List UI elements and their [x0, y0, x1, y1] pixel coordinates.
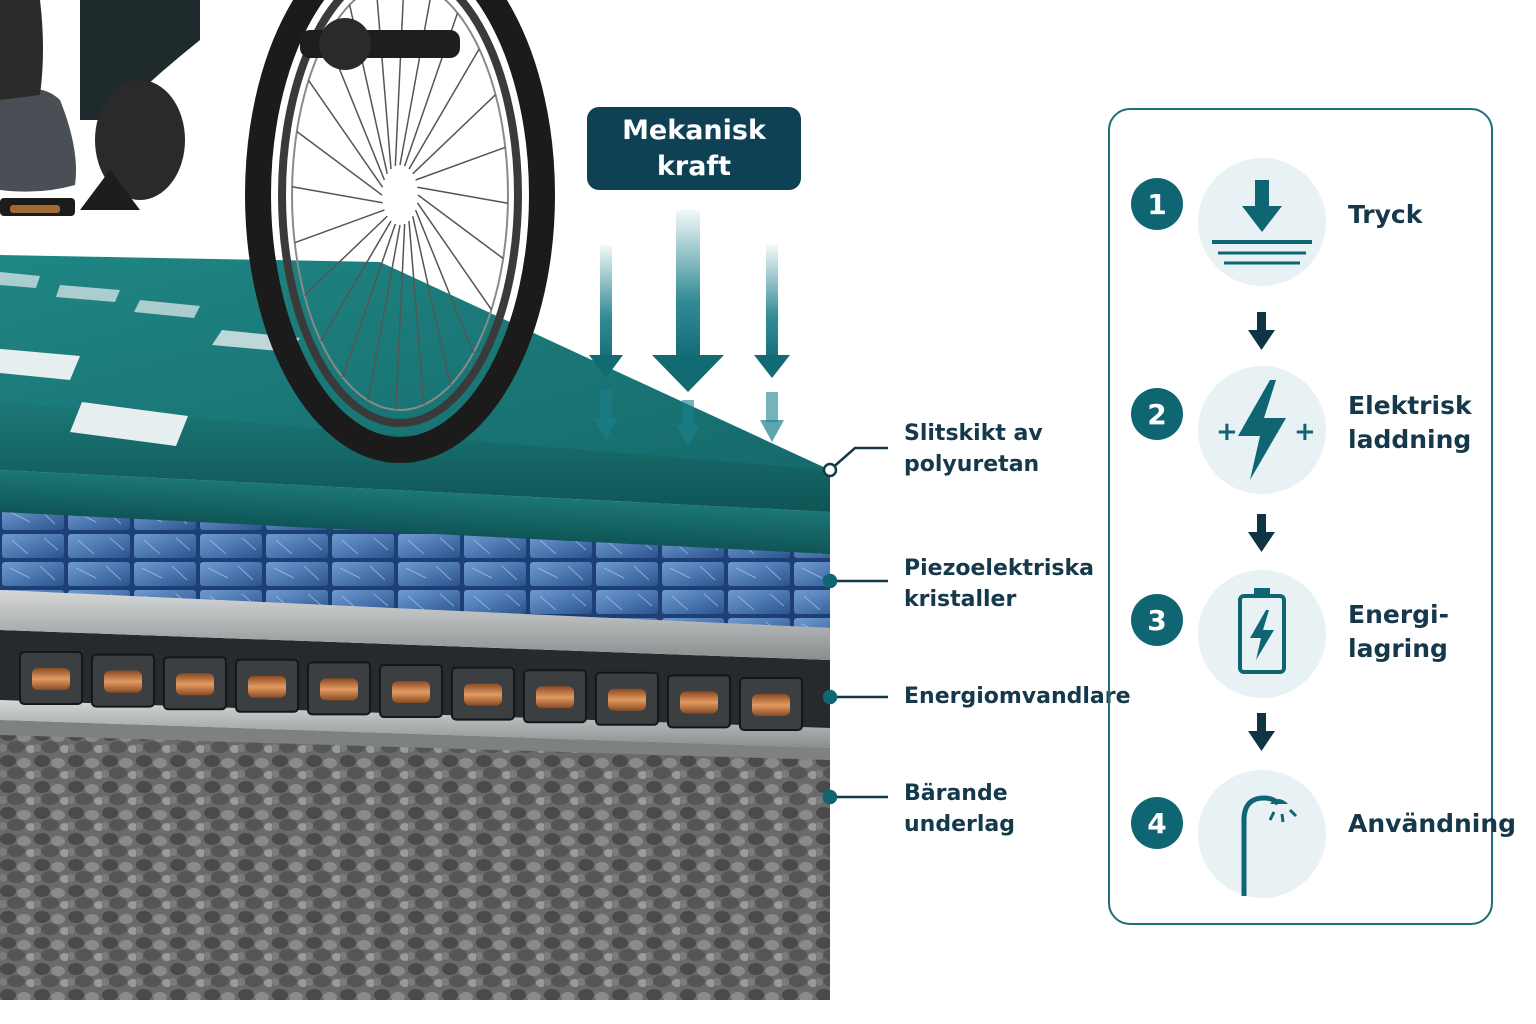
copper-coil	[248, 675, 286, 698]
copper-coil	[536, 686, 574, 709]
mechanical-force-label: Mekanisk kraft	[587, 107, 801, 190]
copper-coil	[32, 668, 70, 690]
wheel-spoke	[399, 0, 431, 166]
step-number-3: 3	[1131, 594, 1183, 646]
copper-coil	[680, 691, 718, 714]
step-4-icon-circle	[1198, 770, 1326, 898]
step-number-2: 2	[1131, 388, 1183, 440]
battery-icon	[1238, 588, 1286, 674]
metal-plate-middle	[0, 590, 830, 660]
wheel-spoke	[411, 216, 452, 386]
lightning-icon: + +	[1216, 380, 1316, 480]
force-label-line1: Mekanisk	[622, 114, 766, 146]
wheel-spoke	[296, 130, 383, 196]
wheel-spoke	[408, 220, 425, 405]
step-3-label: Energi- lagring	[1348, 600, 1450, 663]
wheel-spoke	[415, 146, 506, 181]
copper-coil	[104, 670, 142, 693]
wheel-spoke	[341, 223, 397, 378]
step-2-label: Elektrisk laddning	[1348, 391, 1472, 454]
street-lamp-icon	[1241, 795, 1298, 896]
energy-converter-layer	[0, 630, 830, 731]
copper-coil	[176, 673, 214, 696]
step-1-label: Tryck	[1348, 200, 1423, 229]
layer-label-energy-converter: Energiomvandlare	[904, 684, 1131, 709]
wheel-spoke	[412, 94, 497, 175]
bicycle-frame	[80, 0, 200, 210]
wheel-spoke	[417, 194, 504, 260]
wheel-spoke	[367, 224, 401, 401]
leader-lines	[822, 446, 888, 805]
wheel-spoke	[291, 186, 383, 204]
copper-coil	[392, 681, 430, 703]
step-4-label: Användning	[1348, 809, 1517, 838]
wheel-spoke	[395, 223, 406, 410]
wheel-spoke	[376, 0, 392, 170]
pressure-icon	[1212, 180, 1312, 265]
wheel-spoke	[294, 209, 385, 244]
force-arrows	[589, 210, 790, 445]
wheel-spoke	[414, 209, 475, 354]
copper-coil	[464, 683, 502, 706]
layer-label-wear-surface: Slitskikt av polyuretan	[904, 421, 1043, 477]
wheel-spoke	[307, 80, 384, 188]
wheel-spoke	[416, 202, 493, 310]
step-2-icon-circle: + +	[1198, 366, 1326, 494]
copper-coil	[752, 694, 790, 716]
wheel-spoke	[303, 215, 388, 296]
step-number-1: 1	[1131, 178, 1183, 230]
step-3-icon-circle	[1198, 570, 1326, 698]
copper-coil	[320, 678, 358, 701]
copper-coil	[608, 688, 646, 711]
step-1-icon-circle	[1198, 158, 1326, 286]
cyclist-shoe	[0, 0, 76, 216]
layer-label-piezo-crystals: Piezoelektriska kristaller	[904, 556, 1094, 612]
metal-plate-bottom	[0, 700, 830, 748]
wheel-spoke	[408, 48, 480, 170]
wheel-spoke	[417, 186, 509, 204]
svg-text:+: +	[1216, 417, 1238, 447]
force-label-line2: kraft	[656, 150, 732, 182]
gravel-base-layer	[0, 720, 830, 1000]
layer-label-base: Bärande underlag	[904, 781, 1015, 837]
bicycle-wheel	[245, 0, 555, 463]
wheel-spoke	[320, 220, 392, 342]
step-flow-arrows	[1248, 312, 1275, 751]
svg-text:+: +	[1294, 417, 1316, 447]
process-steps-panel	[1108, 108, 1493, 925]
wheel-spoke	[394, 0, 404, 167]
step-number-4: 4	[1131, 797, 1183, 849]
